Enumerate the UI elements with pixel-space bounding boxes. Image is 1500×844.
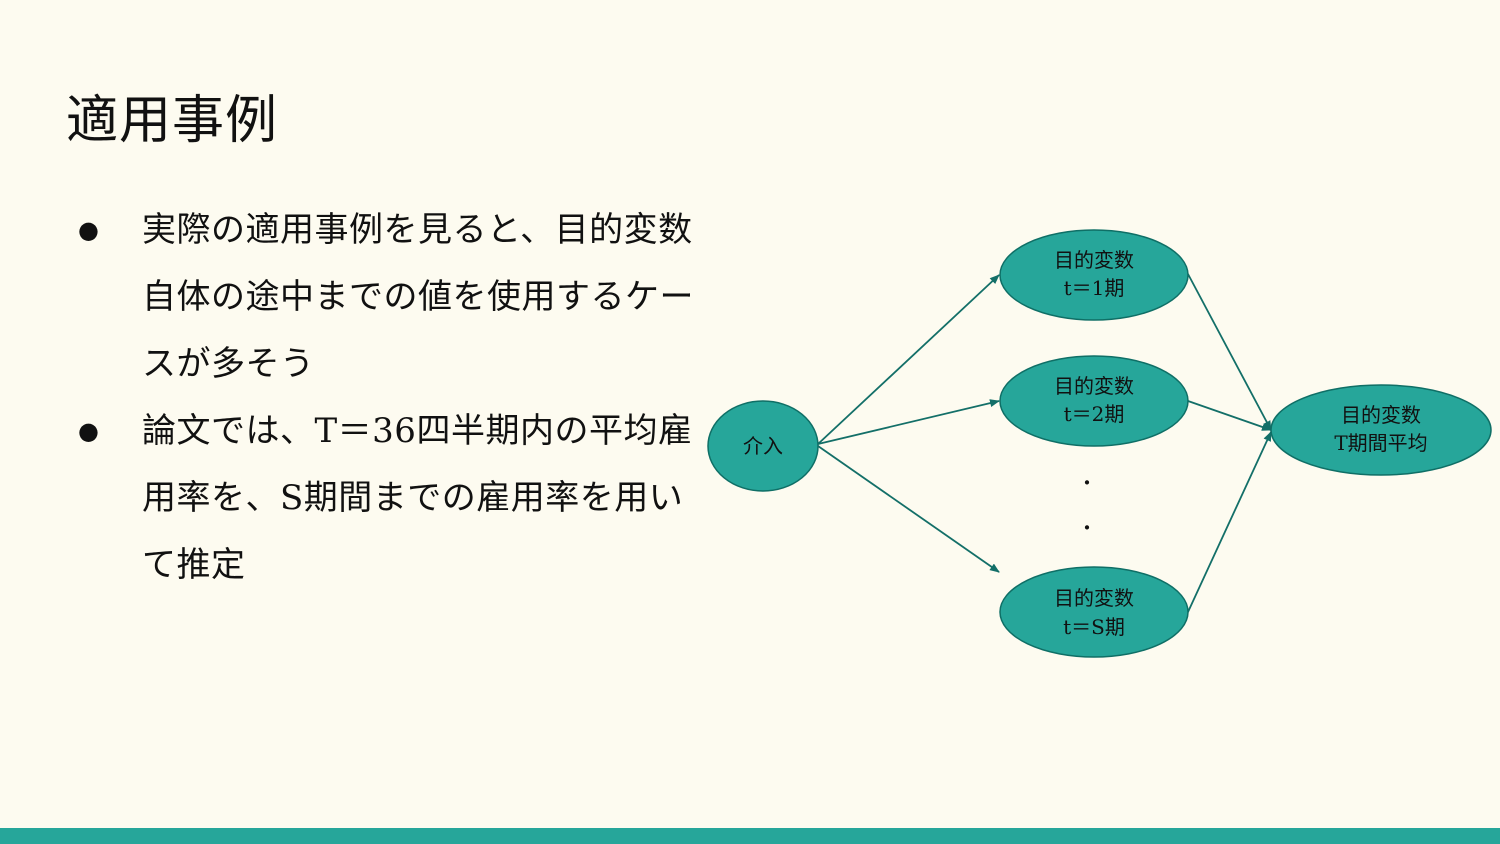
edge-intervention-to-t1 xyxy=(817,274,1000,445)
bullet-dot-icon: ● xyxy=(78,216,99,244)
footer-bar xyxy=(0,828,1500,844)
node-target-t2-line2: t＝2期 xyxy=(1064,402,1125,426)
edges xyxy=(817,273,1272,613)
bullet-item: ● 論文では、T＝36四半期内の平均雇用率を、S期間までの雇用率を用いて推定 xyxy=(78,398,718,599)
node-intervention: 介入 xyxy=(707,400,819,492)
edge-intervention-to-t2 xyxy=(817,399,1000,445)
node-target-average: 目的変数 T期間平均 xyxy=(1270,384,1492,476)
node-target-ts-line1: 目的変数 xyxy=(1054,586,1134,610)
node-target-t2-line1: 目的変数 xyxy=(1054,374,1134,398)
node-target-average-line1: 目的変数 xyxy=(1341,403,1421,427)
bullet-list: ● 実際の適用事例を見ると、目的変数自体の途中までの値を使用するケースが多そう … xyxy=(78,197,718,599)
bullet-text: 実際の適用事例を見ると、目的変数自体の途中までの値を使用するケースが多そう xyxy=(142,210,694,384)
edge-intervention-to-ts xyxy=(817,445,1000,573)
node-target-t1: 目的変数 t＝1期 xyxy=(999,229,1189,321)
node-target-t2: 目的変数 t＝2期 xyxy=(999,355,1189,447)
node-target-average-line2: T期間平均 xyxy=(1334,431,1427,455)
bullet-dot-icon: ● xyxy=(78,417,99,445)
node-target-ts-line2: t＝S期 xyxy=(1063,615,1125,639)
ellipsis-dot: ・ xyxy=(1077,516,1097,540)
node-target-ts: 目的変数 t＝S期 xyxy=(999,566,1189,658)
bullet-item: ● 実際の適用事例を見ると、目的変数自体の途中までの値を使用するケースが多そう xyxy=(78,197,718,398)
bullet-text: 論文では、T＝36四半期内の平均雇用率を、S期間までの雇用率を用いて推定 xyxy=(142,411,693,585)
node-intervention-label: 介入 xyxy=(743,434,783,458)
edge-ts-to-avg xyxy=(1187,431,1272,613)
ellipsis-dot: ・ xyxy=(1077,471,1097,495)
node-target-t1-line1: 目的変数 xyxy=(1054,248,1134,272)
node-target-t1-line2: t＝1期 xyxy=(1064,276,1125,300)
slide-title: 適用事例 xyxy=(66,91,279,151)
ellipsis-dots: ・ ・ xyxy=(1077,471,1097,540)
edge-t2-to-avg xyxy=(1187,400,1272,431)
edge-t1-to-avg xyxy=(1187,273,1272,431)
